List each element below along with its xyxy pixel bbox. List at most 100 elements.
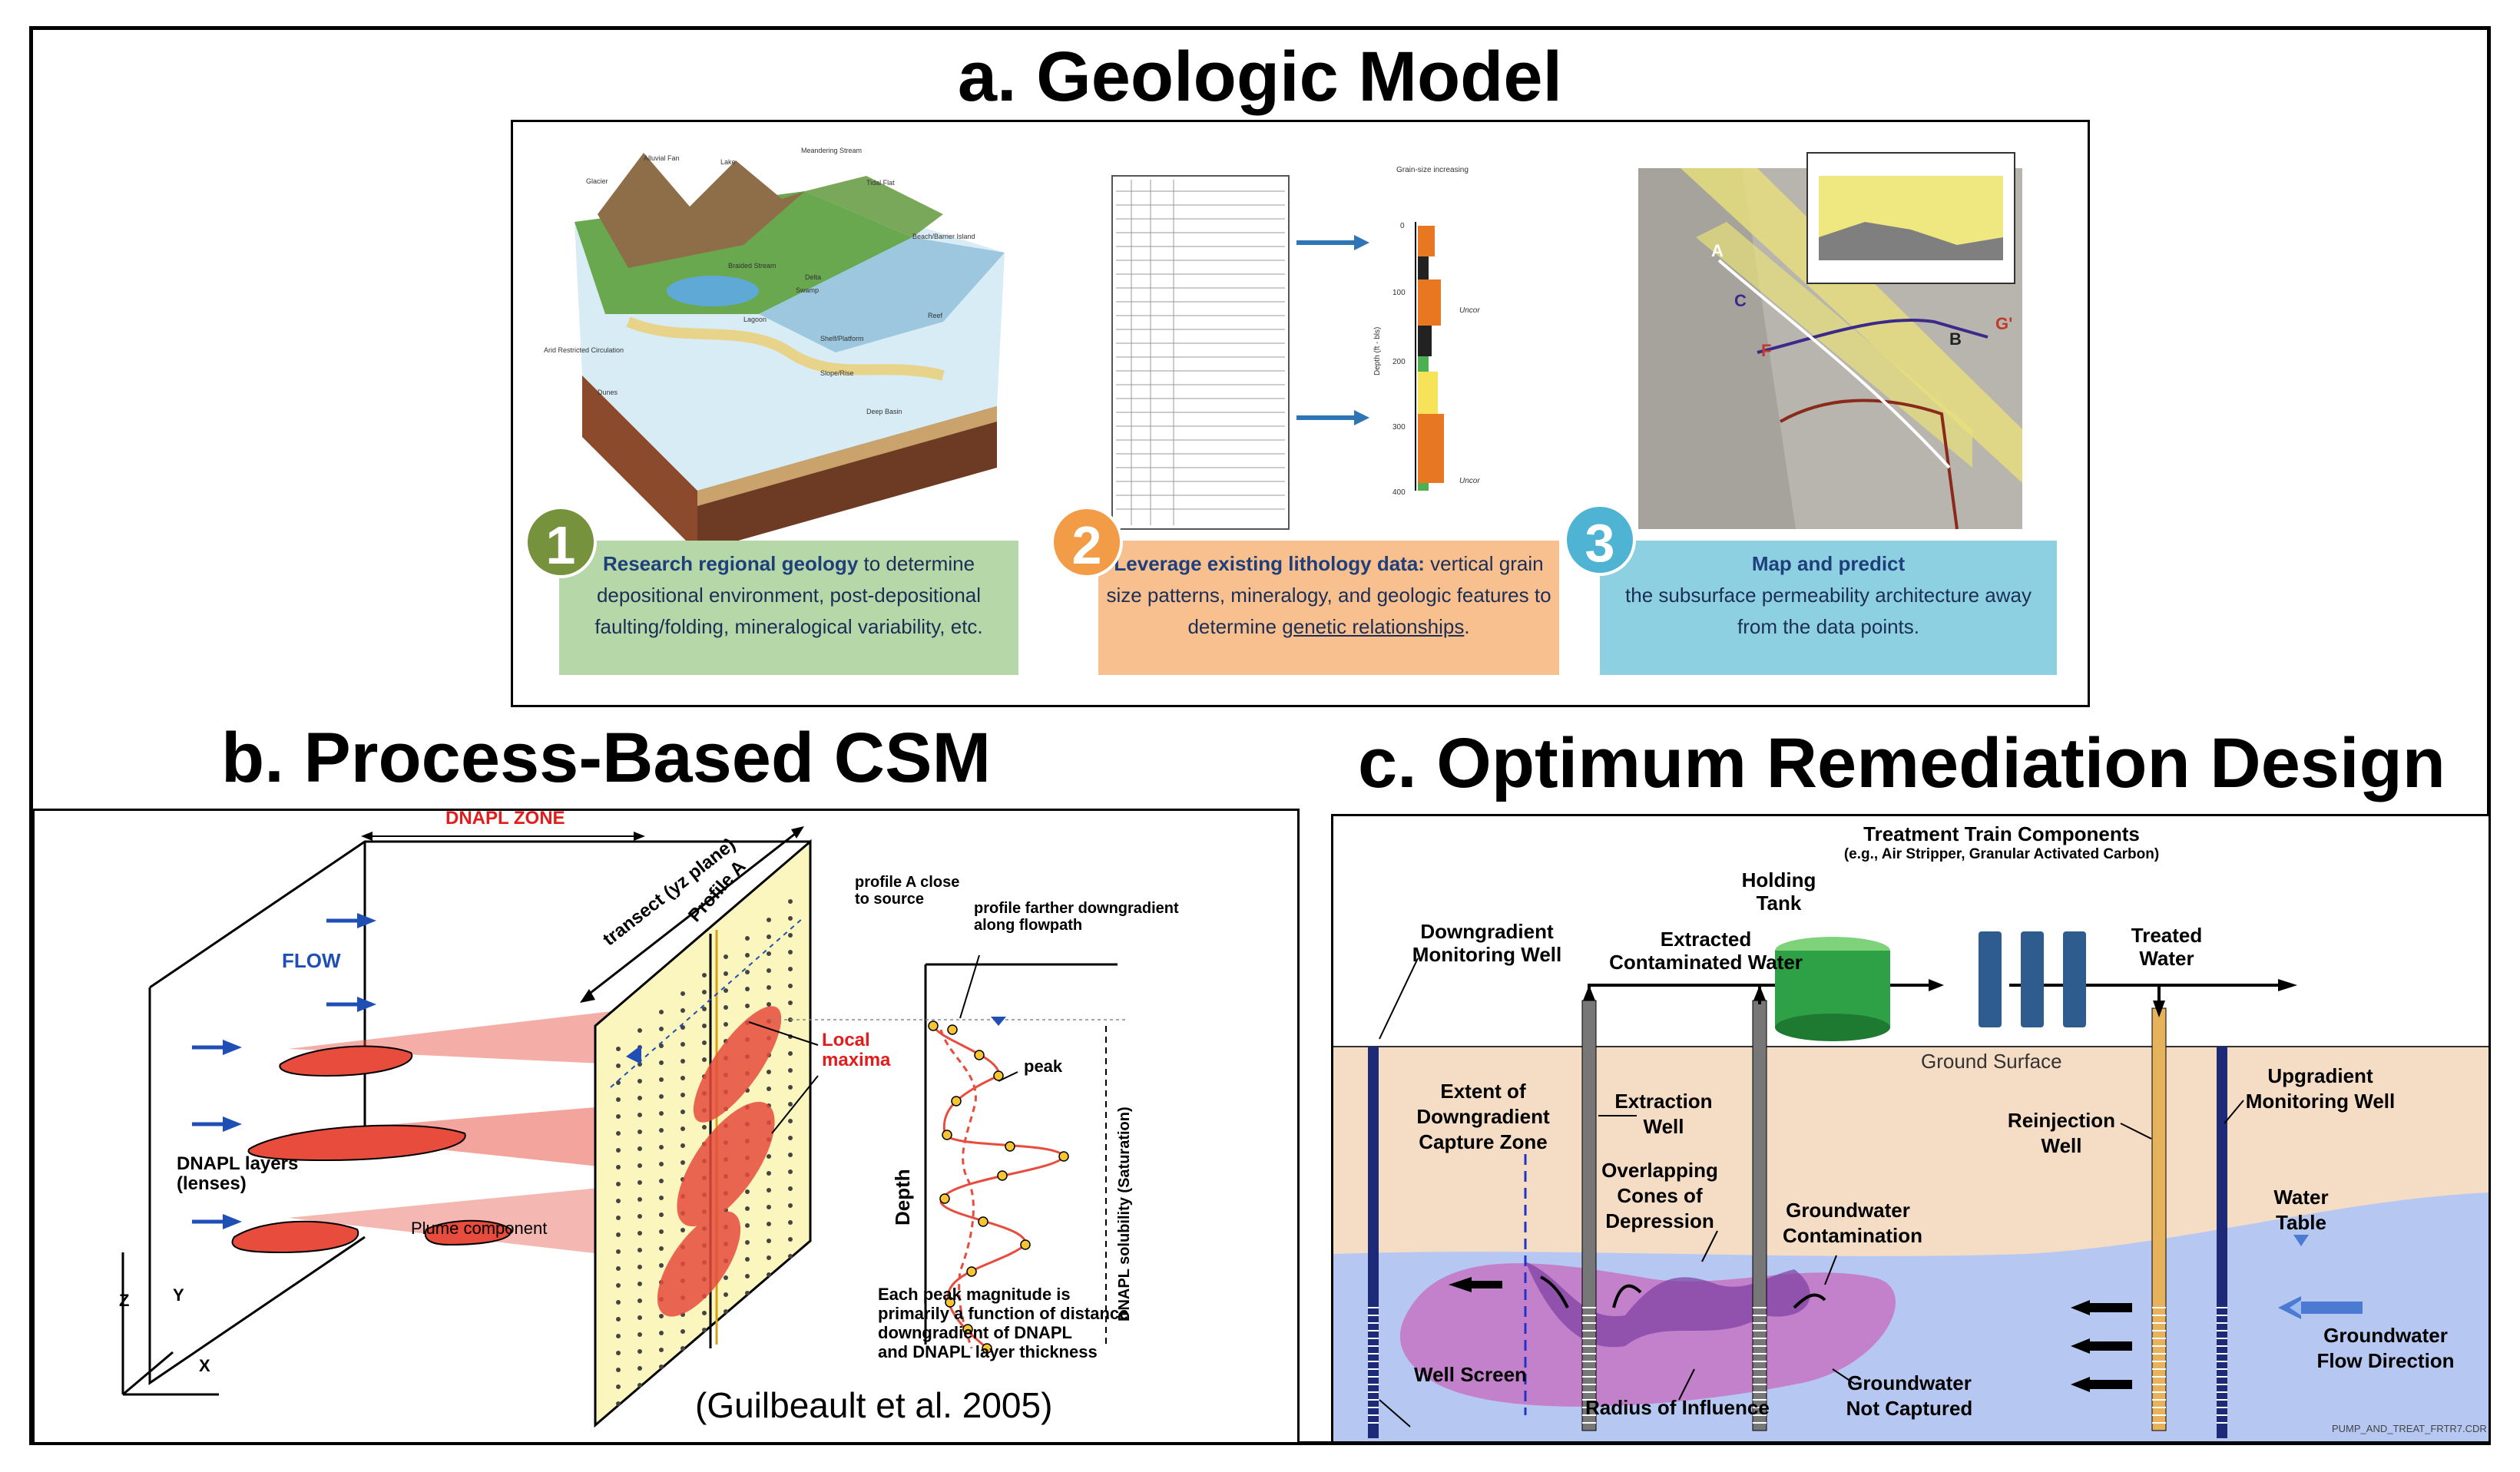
capture-zone-label: Extent of Downgradient Capture Zone (1406, 1079, 1560, 1155)
map-label: G' (1995, 314, 2012, 333)
flow-direction-label: Groundwater Flow Direction (2305, 1323, 2466, 1374)
profile-close-label: profile A close to source (855, 874, 959, 908)
log-uncor: Uncor (1459, 477, 1480, 485)
contamination-label: Groundwater Contamination (1783, 1198, 1922, 1249)
block-label: Delta (805, 273, 821, 281)
caption-line: Each peak magnitude is (878, 1285, 1071, 1304)
ground-surface-label: Ground Surface (1921, 1050, 2062, 1073)
local-maxima-line1: Local (822, 1030, 870, 1050)
step-3-number-icon: 3 (1564, 504, 1636, 576)
upgradient-well-label: Upgradient Monitoring Well (2240, 1063, 2401, 1114)
treatment-train-title: Treatment Train Components (1863, 822, 2140, 845)
flow-direction-line: Groundwater (2323, 1324, 2448, 1347)
overlapping-label: Overlapping Cones of Depression (1598, 1158, 1721, 1234)
reinjection-line: Reinjection (2007, 1109, 2116, 1132)
map-label: A (1711, 241, 1724, 260)
block-label: Reef (928, 312, 943, 319)
process-csm-panel: DNAPL ZONE FLOW transect (yz plane) Prof… (32, 808, 1300, 1444)
log-arrows (1296, 235, 1369, 425)
caption-line: primarily a function of distance (878, 1304, 1129, 1323)
holding-tank-label: Holding Tank (1725, 868, 1833, 915)
block-label: Dunes (598, 389, 618, 396)
step-3-bold: Map and predict (1751, 552, 1906, 575)
log-tick: 300 (1392, 423, 1406, 432)
axis-y-label: Y (173, 1285, 184, 1305)
step-box-1: Research regional geology to determine d… (559, 541, 1018, 675)
caption-line: downgradient of DNAPL (878, 1323, 1072, 1342)
capture-zone-line: Extent of (1440, 1080, 1526, 1103)
dnapl-layers-line1: DNAPL layers (177, 1153, 299, 1174)
treated-water-label: Treated Water (2113, 924, 2220, 970)
overlapping-line: Cones of (1617, 1184, 1703, 1207)
contamination-line: Contamination (1783, 1224, 1922, 1247)
flow-label: FLOW (282, 949, 341, 972)
peak-label: peak (1024, 1057, 1063, 1076)
log-tick: 200 (1392, 358, 1406, 366)
dnapl-layers-line2: (lenses) (177, 1173, 247, 1194)
geologic-model-panel: Glacier Alluvial Fan Lake Meandering Str… (511, 120, 2090, 707)
credit-label: PUMP_AND_TREAT_FRTR7.CDR (2332, 1423, 2487, 1434)
profile-far-line1: profile farther downgradient (974, 900, 1179, 917)
step-2-bold: Leverage existing lithology data: (1114, 552, 1425, 575)
not-captured-label: Groundwater Not Captured (1844, 1371, 1975, 1421)
step-box-3: Map and predict the subsurface permeabil… (1600, 541, 2057, 675)
axis-z-label: Z (119, 1291, 130, 1310)
step-1-number-icon: 1 (525, 506, 597, 578)
overlapping-line: Depression (1605, 1209, 1714, 1232)
block-label: Shelf/Platform (820, 335, 864, 342)
block-label: Arid Restricted Circulation (544, 346, 624, 354)
peak-caption: Each peak magnitude is primarily a funct… (878, 1285, 1128, 1361)
block-label: Deep Basin (866, 408, 902, 415)
aerial-map (1638, 152, 2022, 530)
well-screen-label: Well Screen (1414, 1363, 1527, 1386)
upgradient-well-line: Monitoring Well (2245, 1090, 2396, 1113)
caption-line: and DNAPL layer thickness (878, 1342, 1098, 1361)
step-3-line3: from the data points. (1737, 615, 1920, 638)
log-depth-axis: Depth (ft - bls) (1373, 327, 1382, 375)
overlapping-line: Overlapping (1601, 1159, 1718, 1182)
log-tick: 100 (1392, 289, 1406, 297)
citation: (Guilbeault et al. 2005) (695, 1385, 1053, 1425)
not-captured-line: Not Captured (1846, 1397, 1973, 1420)
geologic-model-graphics: Glacier Alluvial Fan Lake Meandering Str… (544, 147, 2022, 552)
extracted-water-line: Extracted (1660, 928, 1752, 951)
extraction-well-line: Well (1643, 1115, 1684, 1138)
profile-close-line2: to source (855, 891, 925, 908)
plume-component-label: Plume component (411, 1219, 548, 1238)
dnapl-layers-label: DNAPL layers (lenses) (177, 1154, 298, 1194)
lithology-log-sheet (1111, 175, 1290, 530)
log-uncor: Uncor (1459, 306, 1480, 315)
reinjection-label: Reinjection Well (2000, 1108, 2123, 1159)
block-label: Alluvial Fan (644, 154, 680, 162)
block-label: Glacier (586, 177, 608, 185)
profile-close-line1: profile A close (855, 874, 960, 891)
step-1-bold: Research regional geology (602, 552, 859, 575)
downgradient-well-line: Downgradient (1420, 920, 1554, 943)
axis-x-label: X (199, 1356, 210, 1375)
map-label: F (1761, 341, 1771, 360)
downgradient-well-label: Downgradient Monitoring Well (1402, 920, 1571, 966)
capture-zone-line: Capture Zone (1419, 1130, 1548, 1153)
treated-water-line: Water (2139, 947, 2194, 970)
profile-far-line2: along flowpath (974, 917, 1083, 934)
block-label: Beach/Barrier Island (912, 233, 975, 240)
step-3-line2: the subsurface permeability architecture… (1625, 584, 2032, 607)
extraction-well-line: Extraction (1614, 1090, 1713, 1113)
title-geologic-model: a. Geologic Model (957, 38, 1563, 116)
block-label: Lake (720, 158, 736, 166)
not-captured-line: Groundwater (1847, 1371, 1972, 1394)
title-remediation: c. Optimum Remediation Design (1358, 724, 2445, 802)
block-label: Slope/Rise (820, 369, 854, 377)
reinjection-line: Well (2041, 1134, 2082, 1157)
holding-tank-line: Tank (1756, 891, 1802, 915)
holding-tank-line: Holding (1741, 868, 1816, 891)
step-2-number-icon: 2 (1051, 506, 1123, 578)
upgradient-well-line: Upgradient (2267, 1064, 2373, 1087)
map-label: C (1734, 291, 1747, 310)
block-label: Lagoon (743, 316, 767, 323)
log-tick: 0 (1400, 222, 1405, 230)
block-label: Swamp (796, 286, 819, 294)
title-process-csm: b. Process-Based CSM (221, 719, 992, 797)
downgradient-well-line: Monitoring Well (1412, 943, 1562, 966)
treated-water-line: Treated (2131, 924, 2203, 947)
